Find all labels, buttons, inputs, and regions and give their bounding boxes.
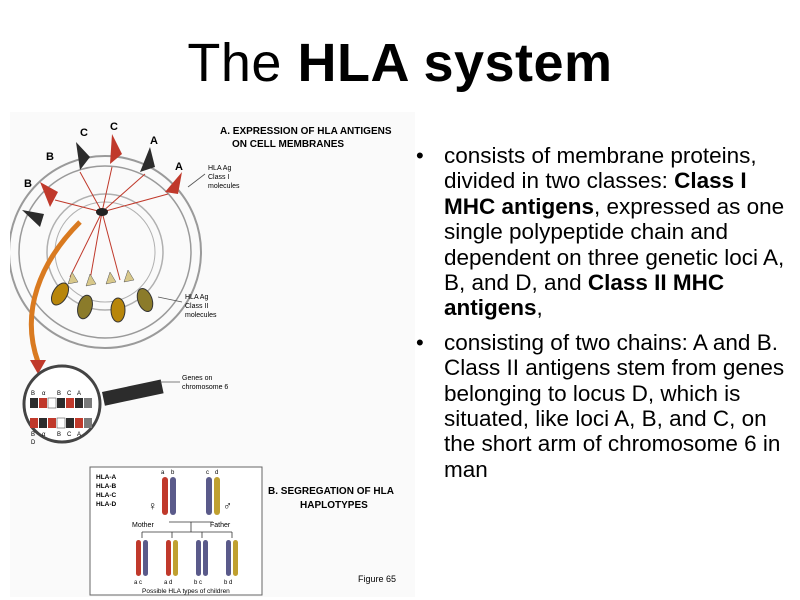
antigen-letter-b2: B xyxy=(24,178,32,190)
svg-text:α: α xyxy=(42,391,46,397)
antigen-b-1 xyxy=(40,182,58,207)
hap-b: b xyxy=(171,470,175,476)
svg-text:a d: a d xyxy=(164,580,172,586)
antigen-letter-a2: A xyxy=(175,161,183,173)
svg-text:HLA-A: HLA-A xyxy=(96,474,117,481)
children-haplotype-labels: a c a d b c b d xyxy=(134,580,232,586)
figure-number: Figure 65 xyxy=(358,574,396,584)
hap-d: d xyxy=(215,470,218,476)
pedigree-lines xyxy=(141,521,233,538)
label-class2-2: Class II xyxy=(185,303,208,310)
panel-a-title-1: A. EXPRESSION OF HLA ANTIGENS xyxy=(220,126,392,137)
mother-chromosomes xyxy=(162,477,176,515)
svg-text:B: B xyxy=(31,432,35,438)
hap-a: a xyxy=(161,470,165,476)
svg-text:α: α xyxy=(42,432,46,438)
antigen-c-1 xyxy=(76,142,90,170)
svg-text:B: B xyxy=(57,391,61,397)
antigen-a-1 xyxy=(140,147,155,172)
bullet-dot: • xyxy=(416,329,424,355)
svg-text:D: D xyxy=(31,440,36,446)
children-label: Possible HLA types of children xyxy=(142,588,230,595)
male-symbol: ♂ xyxy=(223,499,232,513)
bullet-list: •consists of membrane proteins, divided … xyxy=(414,143,794,491)
svg-text:B: B xyxy=(57,432,61,438)
svg-text:C: C xyxy=(67,432,72,438)
svg-text:b d: b d xyxy=(224,580,232,586)
father-chromosomes xyxy=(206,477,220,515)
svg-text:HLA-C: HLA-C xyxy=(96,492,117,499)
svg-text:C: C xyxy=(67,391,72,397)
cell-outer-membrane xyxy=(10,155,202,349)
antigen-b-2 xyxy=(22,210,44,227)
antigen-a-2 xyxy=(165,172,182,194)
svg-text:A: A xyxy=(77,391,81,397)
father-label: Father xyxy=(210,522,231,529)
slide-title: The HLA system xyxy=(0,28,800,98)
label-class1-1: HLA Ag xyxy=(208,165,231,172)
antigen-c-2 xyxy=(110,134,122,164)
svg-text:a c: a c xyxy=(134,580,142,586)
panel-b-title-2: HAPLOTYPES xyxy=(300,500,368,511)
antigen-letter-b1: B xyxy=(46,151,54,163)
expression-arrows xyxy=(54,166,169,281)
chromosome-band-top xyxy=(30,397,92,409)
hap-c: c xyxy=(206,470,209,476)
chromosome-labels: B α B C A B α B C A D xyxy=(31,391,81,446)
nucleus-outer xyxy=(46,193,164,311)
svg-text:B: B xyxy=(31,391,35,397)
bullet-dot: • xyxy=(416,143,424,168)
cell-inner-membrane xyxy=(18,165,192,339)
label-class2-1: HLA Ag xyxy=(185,294,208,301)
label-class1-3: molecules xyxy=(208,183,240,190)
svg-text:HLA-D: HLA-D xyxy=(96,501,117,508)
class-1-antigens xyxy=(22,134,182,227)
chromosome-band-bottom xyxy=(30,417,92,429)
panel-a-title-2: ON CELL MEMBRANES xyxy=(232,139,344,150)
pointer-class2 xyxy=(157,296,183,303)
gene-arrow xyxy=(28,220,82,363)
hla-diagram: A. EXPRESSION OF HLA ANTIGENS ON CELL ME… xyxy=(10,112,415,597)
children-chromosomes xyxy=(136,540,238,576)
svg-text:HLA-B: HLA-B xyxy=(96,483,117,490)
hla-figure: A. EXPRESSION OF HLA ANTIGENS ON CELL ME… xyxy=(10,112,415,597)
nucleus-gene-dot xyxy=(96,208,108,216)
title-bold: HLA system xyxy=(297,33,613,93)
mother-label: Mother xyxy=(132,522,154,529)
pointer-class1 xyxy=(187,173,206,188)
svg-text:A: A xyxy=(77,432,81,438)
class-2-antigens xyxy=(50,282,154,323)
title-prefix: The xyxy=(187,33,298,93)
label-genes-2: chromosome 6 xyxy=(182,384,228,391)
small-markers xyxy=(67,269,135,287)
bullet-item-2: •consisting of two chains: A and B. Clas… xyxy=(416,329,785,482)
female-symbol: ♀ xyxy=(148,499,157,513)
panel-b-title-1: B. SEGREGATION OF HLA xyxy=(268,486,394,497)
antigen-letter-a1: A xyxy=(150,135,158,147)
magnifier-handle xyxy=(102,379,164,406)
antigen-letter-c2: C xyxy=(110,121,118,133)
label-class1-2: Class I xyxy=(208,174,229,181)
gene-arrow-head xyxy=(30,360,46,374)
bullet-item-1: •consists of membrane proteins, divided … xyxy=(416,143,785,321)
antigen-letter-c1: C xyxy=(80,127,88,139)
locus-list: HLA-A HLA-B HLA-C HLA-D xyxy=(96,474,117,508)
label-genes-1: Genes on xyxy=(182,375,212,382)
label-class2-3: molecules xyxy=(185,312,217,319)
svg-text:b c: b c xyxy=(194,580,202,586)
